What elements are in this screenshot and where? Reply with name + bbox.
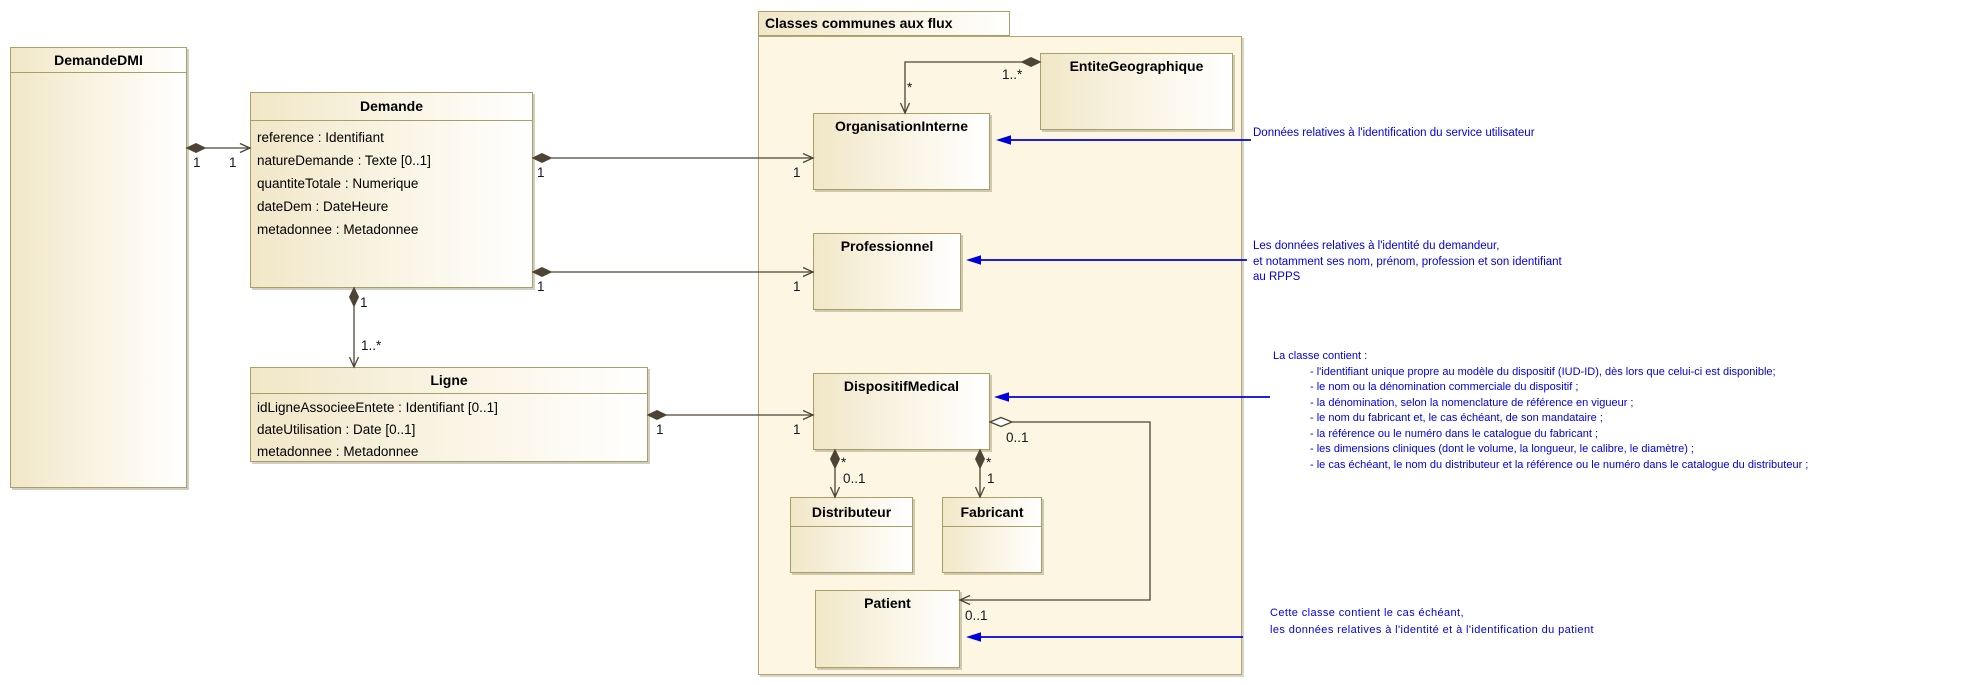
multiplicity-label: 1 (793, 422, 801, 437)
annotation-line: - la référence ou le numéro dans le cata… (1310, 427, 1599, 440)
annotation-line: - le nom ou la dénomination commerciale … (1310, 381, 1579, 393)
annotation-line: au RPPS (1253, 271, 1301, 283)
multiplicity-label: * (907, 80, 913, 95)
attribute-compartment: idLigneAssocieeEntete : Identifiant [0..… (251, 394, 647, 463)
multiplicity-label: 1 (360, 295, 368, 310)
multiplicity-label: * (986, 455, 992, 470)
annotation-line: Les données relatives à l'identité du de… (1253, 240, 1500, 252)
annotation-line: La classe contient : (1273, 350, 1368, 362)
class-attribute: quantiteTotale : Numerique (257, 176, 419, 191)
multiplicity-label: 1 (656, 422, 664, 437)
open-arrowhead (239, 142, 252, 154)
multiplicity-label: * (841, 455, 847, 470)
package-tab: Classes communes aux flux (758, 11, 1010, 36)
package-title: Classes communes aux flux (765, 15, 953, 31)
class-title: OrganisationInterne (834, 118, 969, 134)
multiplicity-label: 0..1 (1006, 430, 1029, 445)
class-title: Patient (864, 595, 911, 611)
attribute-compartment: reference : Identifiant natureDemande : … (251, 121, 532, 241)
annotation-line: - l'identifiant unique propre au modèle … (1310, 365, 1776, 378)
annotation-demandeur: Les données relatives à l'identité du de… (1253, 239, 1562, 286)
class-professionnel: Professionnel (813, 233, 961, 310)
class-ligne: Ligne idLigneAssocieeEntete : Identifian… (250, 367, 648, 462)
class-entitegeographique: EntiteGeographique (1040, 53, 1233, 130)
multiplicity-label: 1 (537, 279, 545, 294)
composition-diamond (185, 142, 207, 154)
composition-diamond (646, 409, 668, 421)
class-distributeur: Distributeur (790, 497, 913, 573)
multiplicity-label: 1 (193, 155, 201, 170)
multiplicity-label: 1 (987, 471, 995, 486)
class-attribute: metadonnee : Metadonnee (257, 444, 419, 459)
class-demande: Demande reference : Identifiant natureDe… (250, 92, 533, 288)
annotation-line: - la dénomination, selon la nomenclature… (1310, 396, 1634, 409)
class-organisationinterne: OrganisationInterne (813, 113, 990, 190)
annotation-line: - les dimensions cliniques (dont le volu… (1310, 443, 1694, 455)
multiplicity-label: 1..* (1002, 67, 1023, 82)
multiplicity-label: 1..* (361, 338, 382, 353)
class-attribute: metadonnee : Metadonnee (257, 222, 419, 237)
annotation-line: les données relatives à l'identité et à … (1270, 624, 1594, 636)
class-title: Demande (251, 93, 532, 121)
class-attribute: idLigneAssocieeEntete : Identifiant [0..… (257, 400, 498, 415)
class-patient: Patient (815, 590, 960, 668)
multiplicity-label: 1 (537, 165, 545, 180)
annotation-line: Données relatives à l'identification du … (1253, 127, 1535, 139)
composition-diamond (531, 152, 553, 164)
class-attribute: natureDemande : Texte [0..1] (257, 153, 431, 168)
class-title: EntiteGeographique (1069, 58, 1204, 74)
composition-diamond (348, 286, 360, 308)
class-attribute: dateUtilisation : Date [0..1] (257, 422, 416, 437)
class-attribute: reference : Identifiant (257, 130, 384, 145)
class-title: Fabricant (943, 498, 1041, 527)
multiplicity-label: 1 (229, 155, 237, 170)
annotation-line: Cette classe contient le cas échéant, (1270, 607, 1464, 619)
annotation-dispositif-medical: La classe contient : - l'identifiant uni… (1273, 349, 1808, 473)
annotation-line: et notamment ses nom, prénom, profession… (1253, 255, 1562, 268)
multiplicity-label: 0..1 (843, 471, 866, 486)
annotation-patient: Cette classe contient le cas échéant, le… (1270, 605, 1594, 639)
composition-diamond (531, 266, 553, 278)
multiplicity-label: 1 (793, 279, 801, 294)
class-title: Ligne (251, 368, 647, 394)
class-title: Professionnel (840, 238, 934, 254)
annotation-line: - le nom du fabricant et, le cas échéant… (1310, 412, 1603, 424)
class-attribute: dateDem : DateHeure (257, 199, 389, 214)
class-demandedmi: DemandeDMI (10, 47, 187, 488)
open-arrowhead (348, 356, 360, 369)
class-dispositifmedical: DispositifMedical (813, 373, 990, 450)
annotation-service-utilisateur: Données relatives à l'identification du … (1253, 126, 1535, 142)
class-title: DispositifMedical (843, 378, 960, 394)
annotation-line: - le cas échéant, le nom du distributeur… (1310, 458, 1809, 471)
class-fabricant: Fabricant (942, 497, 1042, 573)
multiplicity-label: 1 (793, 165, 801, 180)
class-title: DemandeDMI (11, 48, 186, 73)
multiplicity-label: 0..1 (965, 608, 988, 623)
class-title: Distributeur (791, 498, 912, 527)
